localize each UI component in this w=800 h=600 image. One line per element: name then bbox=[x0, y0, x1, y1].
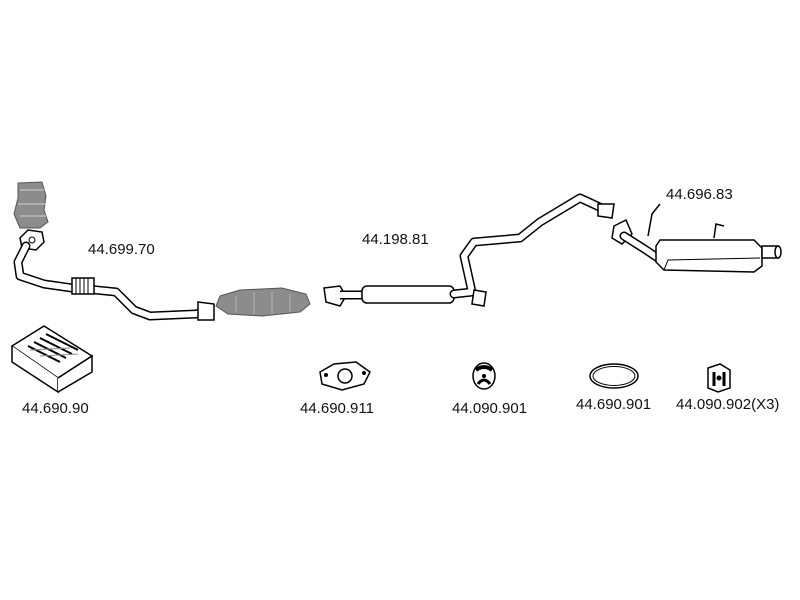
part-number-rubber-mount: 44.090.902(X3) bbox=[676, 396, 780, 413]
mounting-kit-box-icon[interactable] bbox=[10, 325, 94, 394]
part-number-ring-gasket: 44.690.901 bbox=[576, 396, 652, 413]
rear-muffler-icon[interactable] bbox=[611, 203, 782, 273]
part-number-rubber-hanger: 44.090.901 bbox=[452, 400, 528, 417]
center-pipe-with-silencer-icon[interactable] bbox=[323, 193, 615, 307]
part-number-front-pipe: 44.699.70 bbox=[88, 241, 155, 258]
rubber-mount-icon[interactable] bbox=[707, 363, 731, 393]
front-pipe-with-catalyst-icon[interactable] bbox=[13, 181, 215, 321]
flange-gasket-icon[interactable] bbox=[319, 361, 371, 391]
rubber-hanger-icon[interactable] bbox=[472, 362, 496, 390]
ring-gasket-icon[interactable] bbox=[589, 363, 639, 389]
part-number-mounting-kit: 44.690.90 bbox=[22, 400, 89, 417]
catalyst-icon bbox=[215, 287, 311, 317]
part-number-rear-muffler: 44.696.83 bbox=[666, 186, 733, 203]
part-number-flange-gasket: 44.690.911 bbox=[300, 400, 374, 417]
part-number-center-pipe: 44.198.81 bbox=[362, 231, 429, 248]
